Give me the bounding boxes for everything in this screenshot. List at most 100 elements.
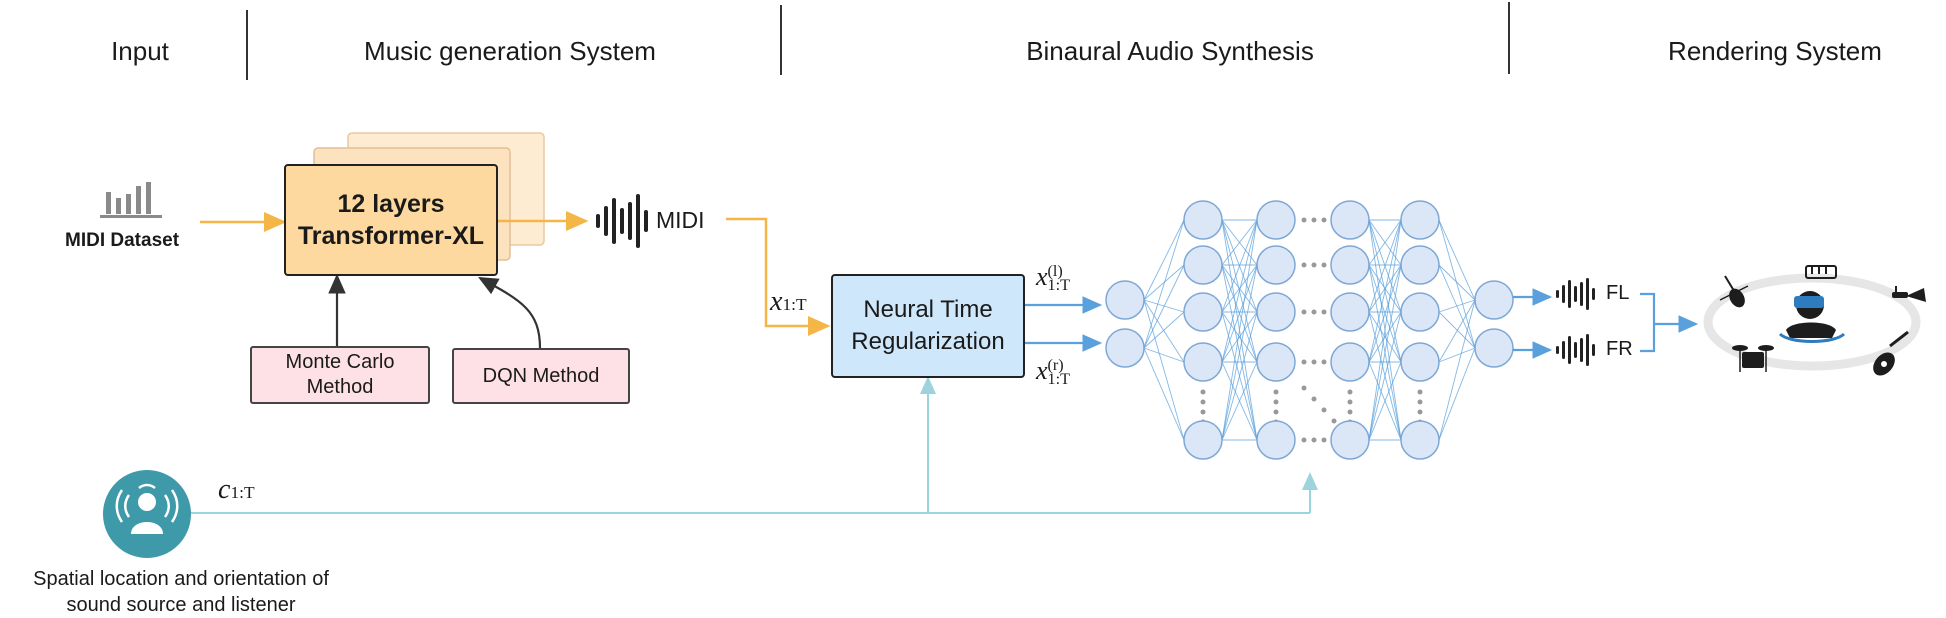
nn-dot: [1321, 262, 1327, 268]
xl-subscript: 1:T: [1047, 277, 1070, 295]
nn-dot: [1301, 385, 1307, 391]
nn-node: [1256, 420, 1296, 460]
xr-subscript: 1:T: [1047, 371, 1070, 389]
nn-edge: [1438, 264, 1476, 349]
nn-edge: [1438, 299, 1476, 441]
nn-dot: [1417, 389, 1423, 395]
nn-edge: [1438, 347, 1476, 441]
nn-node: [1474, 328, 1514, 368]
nn-dot: [1311, 396, 1317, 402]
midi-output-label: MIDI: [656, 207, 705, 233]
nn-edge: [1368, 264, 1402, 313]
nn-edge: [1221, 361, 1258, 441]
nn-edge: [1368, 219, 1402, 363]
header-divider: [1508, 2, 1510, 74]
spatial-caption-line2: sound source and listener: [66, 594, 296, 616]
nn-edge: [1221, 219, 1258, 363]
nn-node: [1400, 342, 1440, 382]
nn-edge: [1368, 361, 1402, 441]
trumpet-icon: [1892, 286, 1926, 302]
header-divider: [780, 5, 782, 75]
monte-carlo-box: Monte Carlo Method: [250, 346, 430, 404]
nn-edge: [1143, 219, 1185, 301]
waveform-icon: [596, 194, 648, 248]
nn-dot: [1301, 437, 1307, 443]
x-base: x: [770, 286, 783, 317]
nn-edge: [1438, 311, 1476, 349]
nn-edge: [1143, 347, 1185, 441]
header-divider: [246, 10, 248, 80]
nn-edge: [1143, 311, 1185, 349]
nn-node: [1474, 280, 1514, 320]
nn-node: [1256, 292, 1296, 332]
nn-node: [1400, 200, 1440, 240]
midi-dataset-label: MIDI Dataset: [65, 230, 180, 251]
x-right-symbol: x (r) 1:T: [1036, 356, 1070, 389]
nn-dot: [1321, 309, 1327, 315]
nn-edge: [1368, 311, 1402, 441]
nn-dot: [1347, 399, 1353, 405]
nn-edge: [1368, 264, 1402, 363]
dqn-label: DQN Method: [482, 364, 600, 387]
dqn-box: DQN Method: [452, 348, 630, 404]
waveform-icon-fl: [1556, 278, 1595, 310]
x-subscript: 1:T: [782, 295, 807, 314]
nn-edge: [1143, 264, 1185, 349]
nn-node: [1183, 420, 1223, 460]
nn-edge: [1368, 311, 1402, 363]
nn-edge: [1221, 264, 1258, 313]
xr-base: x: [1036, 356, 1048, 385]
nn-node: [1400, 292, 1440, 332]
nn-node: [1256, 342, 1296, 382]
c-subscript: 1:T: [230, 483, 255, 502]
nn-dot: [1301, 262, 1307, 268]
nn-edge: [1143, 299, 1185, 441]
nn-edge: [1221, 311, 1258, 441]
nn-edge: [1368, 219, 1402, 313]
nn-dot: [1417, 399, 1423, 405]
nn-dot: [1273, 399, 1279, 405]
rendering-scene: [1703, 265, 1926, 376]
nn-dot: [1200, 389, 1206, 395]
listener-vr-icon: [1778, 291, 1846, 343]
nn-node: [1183, 245, 1223, 285]
nn-node: [1400, 420, 1440, 460]
nn-node: [1330, 420, 1370, 460]
xr-superscript: (r): [1047, 357, 1064, 375]
nn-dot: [1311, 262, 1317, 268]
nn-node: [1400, 245, 1440, 285]
nn-dot: [1321, 217, 1327, 223]
nn-edge: [1368, 219, 1402, 266]
nn-node: [1105, 328, 1145, 368]
nn-dot: [1273, 389, 1279, 395]
nn-dot: [1311, 217, 1317, 223]
nn-node: [1256, 200, 1296, 240]
spatial-audio-icon: [103, 470, 191, 558]
transformer-line1: 12 layers: [337, 190, 445, 218]
nn-edge: [1438, 219, 1476, 349]
nn-node: [1183, 292, 1223, 332]
waveform-icon-fr: [1556, 334, 1595, 366]
nn-node: [1330, 342, 1370, 382]
x-left-symbol: x (l) 1:T: [1036, 262, 1070, 295]
transformer-box: 12 layers Transformer-XL: [284, 164, 498, 276]
nn-edge: [1438, 219, 1476, 301]
fl-label: FL: [1606, 282, 1630, 304]
nn-edge: [1221, 219, 1258, 313]
nn-dot: [1273, 409, 1279, 415]
transformer-line2: Transformer-XL: [297, 222, 485, 250]
ntr-line2: Regularization: [851, 328, 1005, 355]
nn-dot: [1347, 409, 1353, 415]
nn-dot: [1321, 359, 1327, 365]
xl-superscript: (l): [1047, 263, 1063, 281]
nn-edge: [1221, 219, 1258, 266]
nn-edge: [1438, 264, 1476, 301]
nn-dot: [1311, 359, 1317, 365]
nn-dot: [1321, 407, 1327, 413]
nn-dot: [1301, 359, 1307, 365]
ntr-line1: Neural Time: [863, 296, 993, 323]
nn-dot: [1311, 437, 1317, 443]
nn-node: [1105, 280, 1145, 320]
nn-dot: [1331, 418, 1337, 424]
nn-edge: [1221, 264, 1258, 363]
